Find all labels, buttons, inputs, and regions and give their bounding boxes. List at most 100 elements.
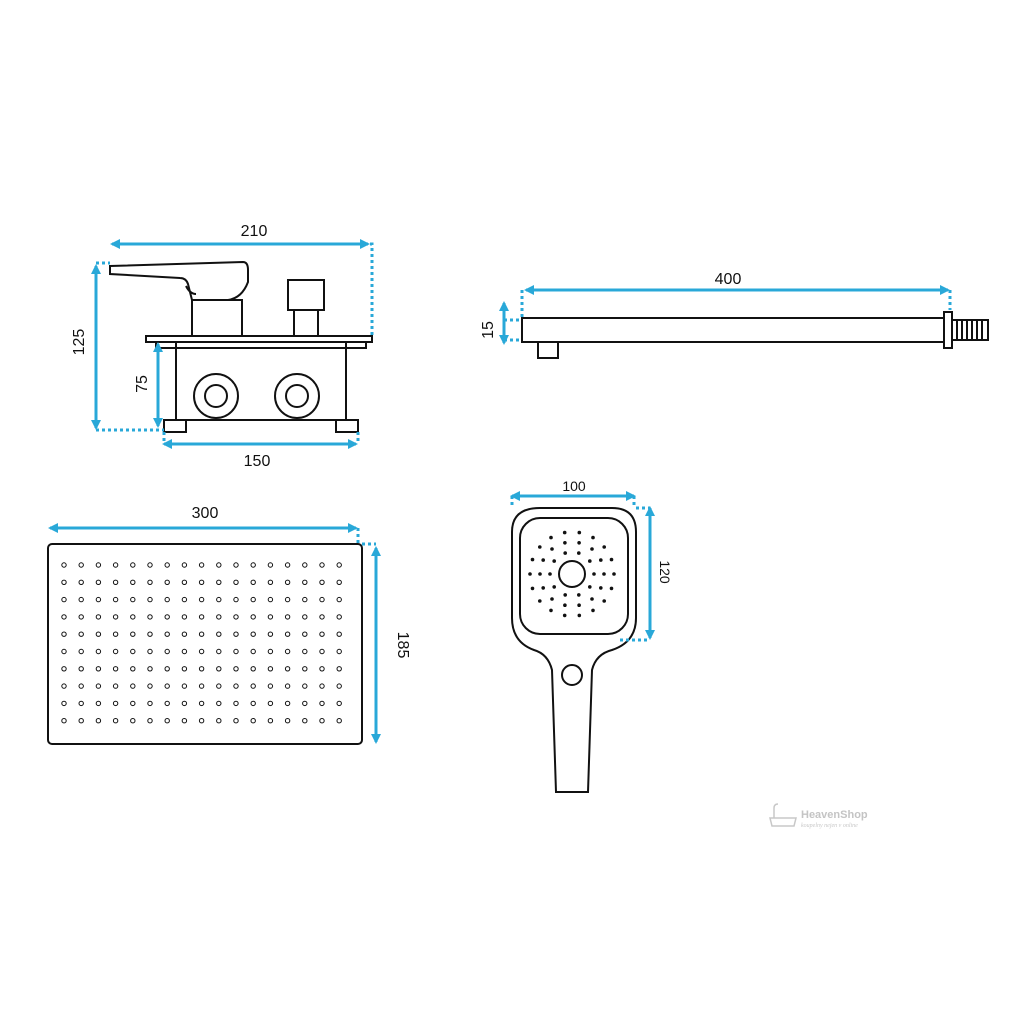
nozzle-dot [591,535,595,540]
arm-thread [951,319,989,341]
nozzle-dot [599,586,603,590]
nozzle-dot [130,666,136,672]
hand-shower-body [511,507,637,793]
mixer-port-left-outer [193,373,239,419]
nozzle-dot [181,648,188,655]
nozzle-dot [233,648,239,655]
nozzle-dot [216,683,222,689]
nozzle-dot [284,666,291,672]
nozzle-dot [61,718,67,724]
arm-drawing [521,311,989,359]
nozzle-dot [590,597,594,601]
nozzle-dot [250,666,256,672]
nozzle-dot [112,596,119,603]
nozzle-dot [130,562,136,568]
nozzle-dot [95,579,102,585]
nozzle-dot [250,596,256,603]
lever-pivot [185,285,197,295]
nozzle-dot [130,596,136,603]
mixer-port-right-inner [285,384,309,408]
nozzle-dot [181,700,188,707]
nozzle-dot [530,586,535,591]
nozzle-dot [562,613,567,618]
nozzle-dot [61,666,67,672]
nozzle-dot [302,562,308,568]
nozzle-dot [147,683,153,689]
nozzle-dot [61,596,67,603]
nozzle-dot [302,718,308,724]
nozzle-dot [233,631,239,637]
watermark-tagline: koupelny nejen v online [801,823,858,829]
nozzle-dot [181,666,188,672]
nozzle-dot [602,599,606,603]
nozzle-dot [302,596,308,603]
nozzle-dot [181,614,188,620]
nozzle-dot [130,631,136,637]
nozzle-dot [267,683,274,689]
nozzle-dot [95,700,102,707]
mixer-port-left-inner [204,384,228,408]
nozzle-dot [216,562,222,568]
arm-outlet [537,341,559,359]
nozzle-dot [130,683,136,689]
nozzle-dot [336,614,342,620]
overhead-shower-plate [47,543,363,745]
diverter-shaft [293,309,319,337]
nozzle-dot [284,718,291,724]
nozzle-dot [61,648,67,655]
nozzle-dot [267,700,274,707]
nozzle-dot [267,614,274,620]
nozzle-dot [577,530,582,535]
nozzle-dot [267,596,274,603]
mixer-box [175,342,347,421]
nozzle-dot [302,631,308,637]
nozzle-dot [550,597,554,601]
nozzle-dot [181,562,188,568]
nozzle-dot [592,572,596,576]
nozzle-dot [216,700,222,707]
nozzle-dot [549,535,553,540]
nozzle-dot [216,718,222,724]
nozzle-dot [164,718,170,724]
nozzle-dot [319,579,325,585]
nozzle-dot [164,700,170,707]
nozzle-dot [164,631,170,637]
lever-shaft [191,299,243,337]
ext-line-mixer-width [370,242,374,336]
nozzle-dot [198,666,205,672]
nozzle-dot [250,648,256,655]
nozzle-dot [233,579,239,585]
mixer-lever [109,260,249,301]
nozzle-dot [267,648,274,655]
nozzle-dot [336,718,342,724]
nozzle-dot [590,547,594,551]
nozzle-dot [284,700,291,707]
nozzle-dot [112,631,119,637]
nozzle-dot [233,562,239,568]
nozzle-dot [319,562,325,568]
nozzle-dot [612,572,616,576]
nozzle-dot [112,718,119,724]
nozzle-dot [61,631,67,637]
nozzle-dot [198,614,205,620]
nozzle-dot [78,700,84,707]
hand-shower-dimensions: 100 120 [510,478,673,642]
nozzle-dot [609,586,614,591]
nozzle-dot [233,718,239,724]
nozzle-dot [181,596,188,603]
nozzle-dot [319,596,325,603]
nozzle-dot [61,683,67,689]
nozzle-dot [112,666,119,672]
nozzle-dot [198,700,205,707]
nozzle-dot [130,700,136,707]
nozzle-dot [233,683,239,689]
nozzle-dot [181,683,188,689]
nozzle-dot [591,608,595,613]
mixer-port-right-outer [274,373,320,419]
nozzle-dot [250,700,256,707]
nozzle-dot [588,559,592,563]
nozzle-dot [198,718,205,724]
nozzle-dot [602,572,606,576]
nozzle-dot [95,666,102,672]
